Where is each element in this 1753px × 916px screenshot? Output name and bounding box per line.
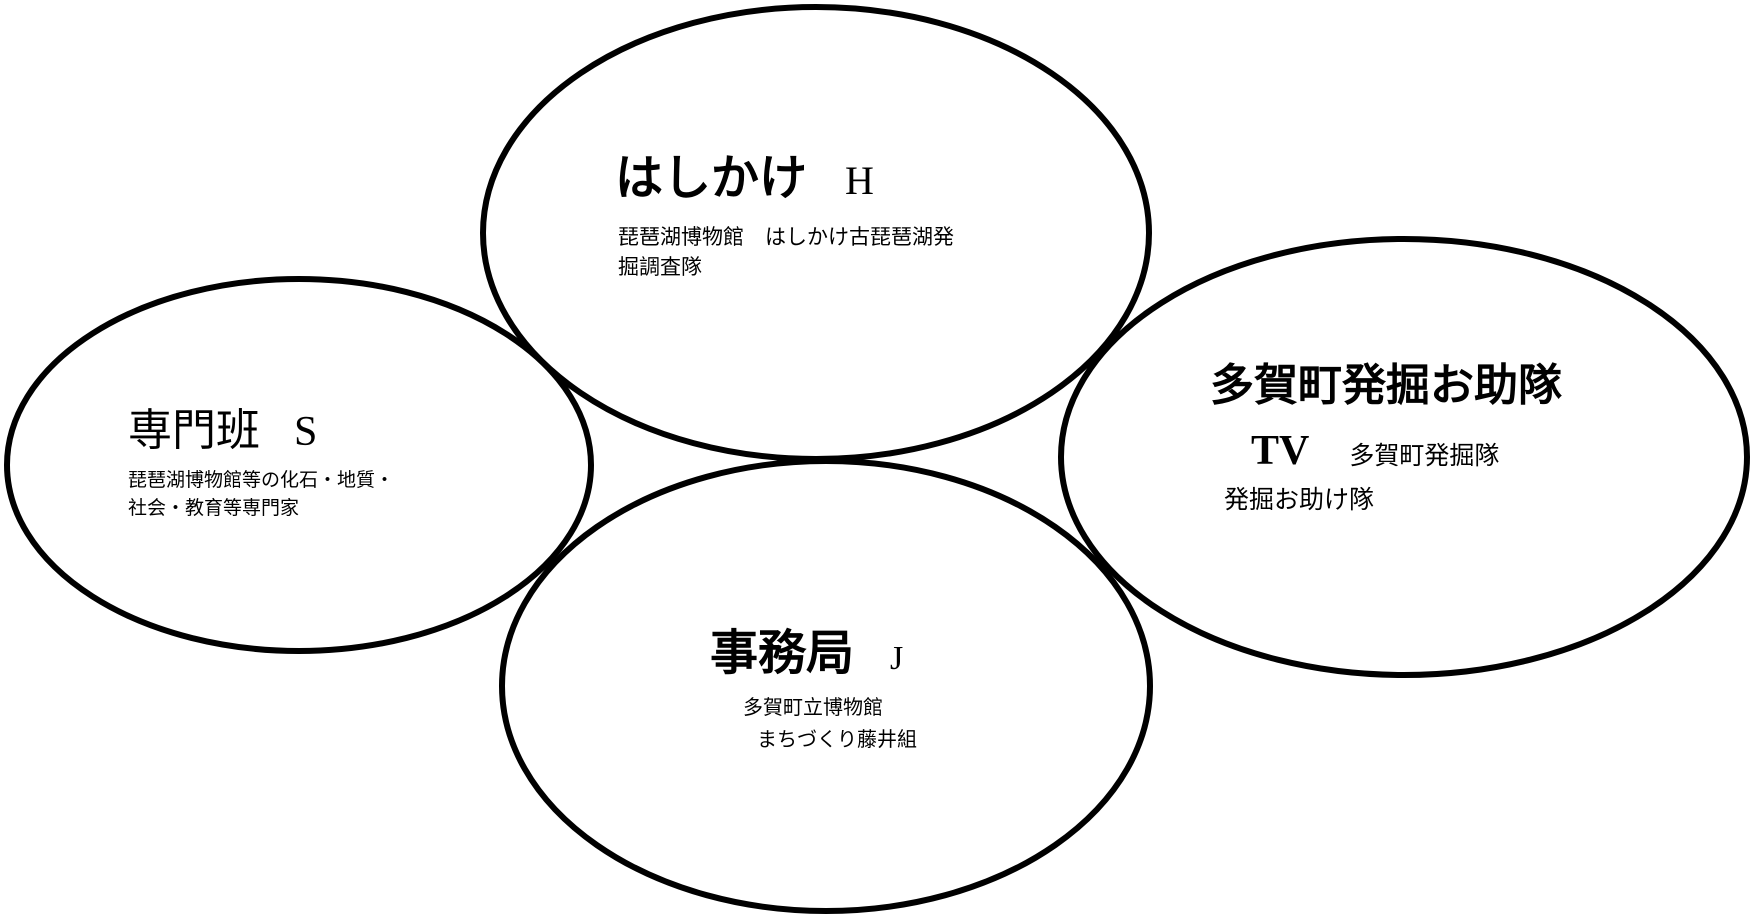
description-line: 琵琶湖博物館等の化石・地質・: [128, 469, 395, 491]
group-code: S: [294, 409, 318, 455]
description-inline: 多賀町発掘隊: [1349, 441, 1500, 470]
group-title-jimukyoku: 事務局 J: [710, 625, 903, 687]
group-title-senmonhan: 専門班 S: [128, 405, 317, 458]
group-name: 事務局: [710, 625, 855, 681]
group-title-taga-otasuketai: 多賀町発掘お助隊: [1210, 360, 1562, 411]
group-description-hashikake: 琵琶湖博物館 はしかけ古琵琶湖発 掘調査隊: [618, 222, 954, 283]
group-title-hashikake: はしかけ H: [615, 150, 874, 209]
group-name: 専門班: [128, 405, 260, 456]
description-line: 発掘お助け隊: [1224, 485, 1375, 514]
description-line: まちづくり藤井組: [757, 727, 917, 751]
description-line: 掘調査隊: [618, 255, 702, 280]
group-description-taga-otasuketai: 発掘お助け隊: [1224, 482, 1374, 518]
ellipse-taga-otasuketai: [1058, 236, 1750, 678]
ellipse-jimukyoku: [499, 458, 1153, 914]
group-code-row-taga: TV 多賀町発掘隊: [1251, 425, 1499, 481]
group-code: J: [890, 640, 904, 677]
ellipse-senmonhan: [4, 276, 594, 654]
description-line: 多賀町立博物館: [743, 695, 883, 719]
description-line: 琵琶湖博物館 はしかけ古琵琶湖発: [618, 225, 954, 249]
group-code: TV: [1251, 428, 1310, 474]
description-line: 社会・教育等専門家: [128, 496, 300, 519]
group-code: H: [845, 158, 874, 203]
group-description-senmonhan: 琵琶湖博物館等の化石・地質・ 社会・教育等専門家: [128, 467, 394, 522]
group-name: はしかけ: [615, 150, 808, 206]
